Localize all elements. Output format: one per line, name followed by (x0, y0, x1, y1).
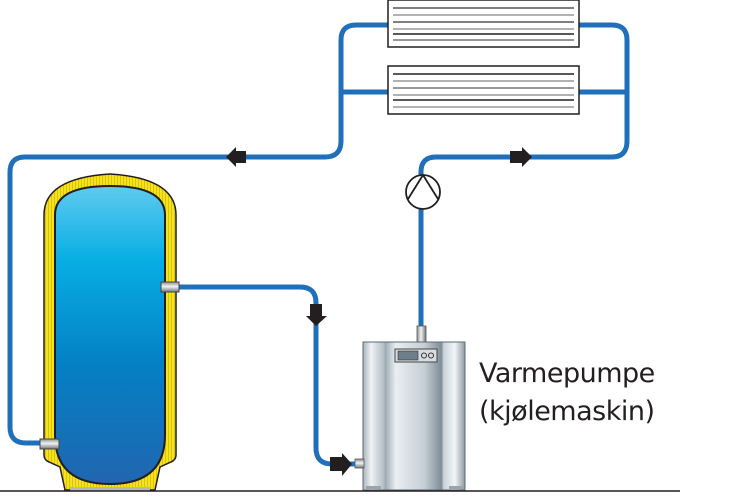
arrow-right-icon (330, 453, 352, 476)
fan-coil-upper (387, 0, 580, 48)
pipe-network (7, 22, 630, 467)
heat-pump-label-line2: (kjølemaskin) (479, 396, 655, 427)
pipe-supply-line (418, 22, 630, 330)
pipe-return-line (7, 22, 390, 446)
storage-tank (39, 173, 180, 491)
arrow-down-icon (306, 304, 327, 326)
tank-outlet-stub (160, 281, 180, 293)
arrow-right-icon (510, 147, 532, 167)
heat-pump-unit (354, 325, 466, 491)
arrow-left-icon (226, 147, 246, 167)
pipe-tank-to-heatpump (178, 284, 356, 467)
flow-arrows (226, 147, 532, 476)
circulation-pump-icon (405, 173, 441, 210)
tank-inlet-stub (39, 438, 60, 450)
fan-coil-lower (387, 65, 580, 115)
heat-pump-label-line1: Varmepumpe (479, 358, 655, 389)
tank-body (54, 184, 166, 486)
